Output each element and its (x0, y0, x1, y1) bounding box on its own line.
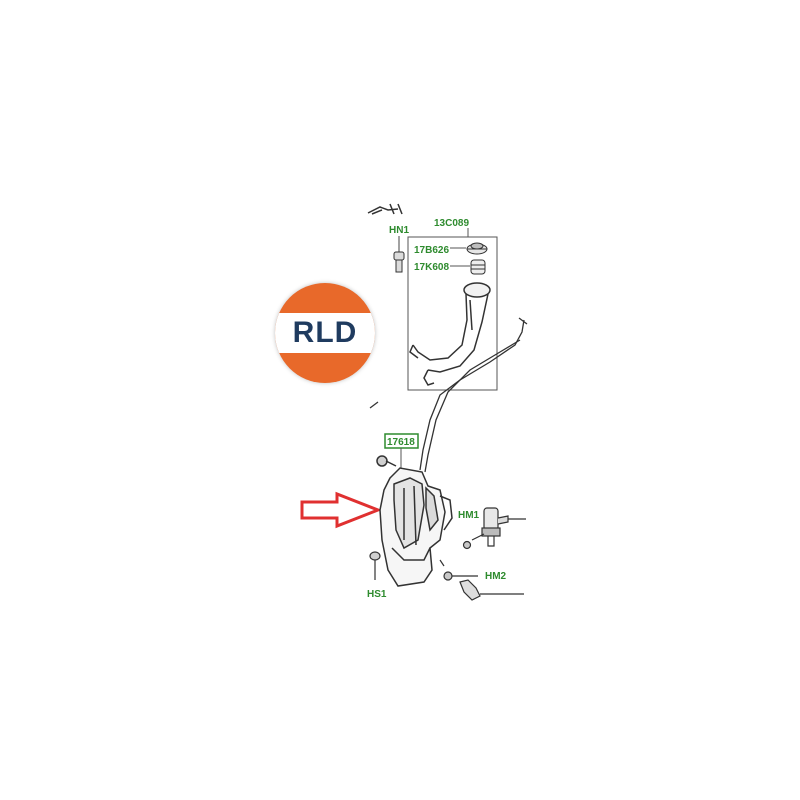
logo-text: RLD (292, 316, 358, 349)
label-17k608: 17K608 (414, 262, 449, 273)
filler-neck (409, 282, 491, 386)
rld-logo: RLD (275, 283, 375, 383)
hm1-washer-pump (462, 507, 526, 550)
hn1-fastener (393, 236, 405, 273)
pointer-arrow (300, 491, 383, 529)
logo-band (275, 313, 375, 353)
hose-connector-part (367, 203, 403, 215)
label-hm2: HM2 (485, 571, 507, 582)
label-17618: 17618 (387, 437, 415, 448)
hm2-level-sensor (439, 559, 524, 601)
washer-reservoir (376, 455, 453, 587)
filler-strainer (470, 259, 486, 275)
label-13c089: 13C089 (434, 218, 469, 229)
assembly-bracket (407, 236, 498, 391)
filler-cap (466, 242, 488, 255)
label-hn1: HN1 (389, 225, 409, 236)
label-hm1: HM1 (458, 510, 480, 521)
hs1-screw (369, 551, 381, 580)
label-17b626: 17B626 (414, 245, 449, 256)
washer-tube (369, 317, 528, 473)
label-hs1: HS1 (367, 589, 387, 600)
